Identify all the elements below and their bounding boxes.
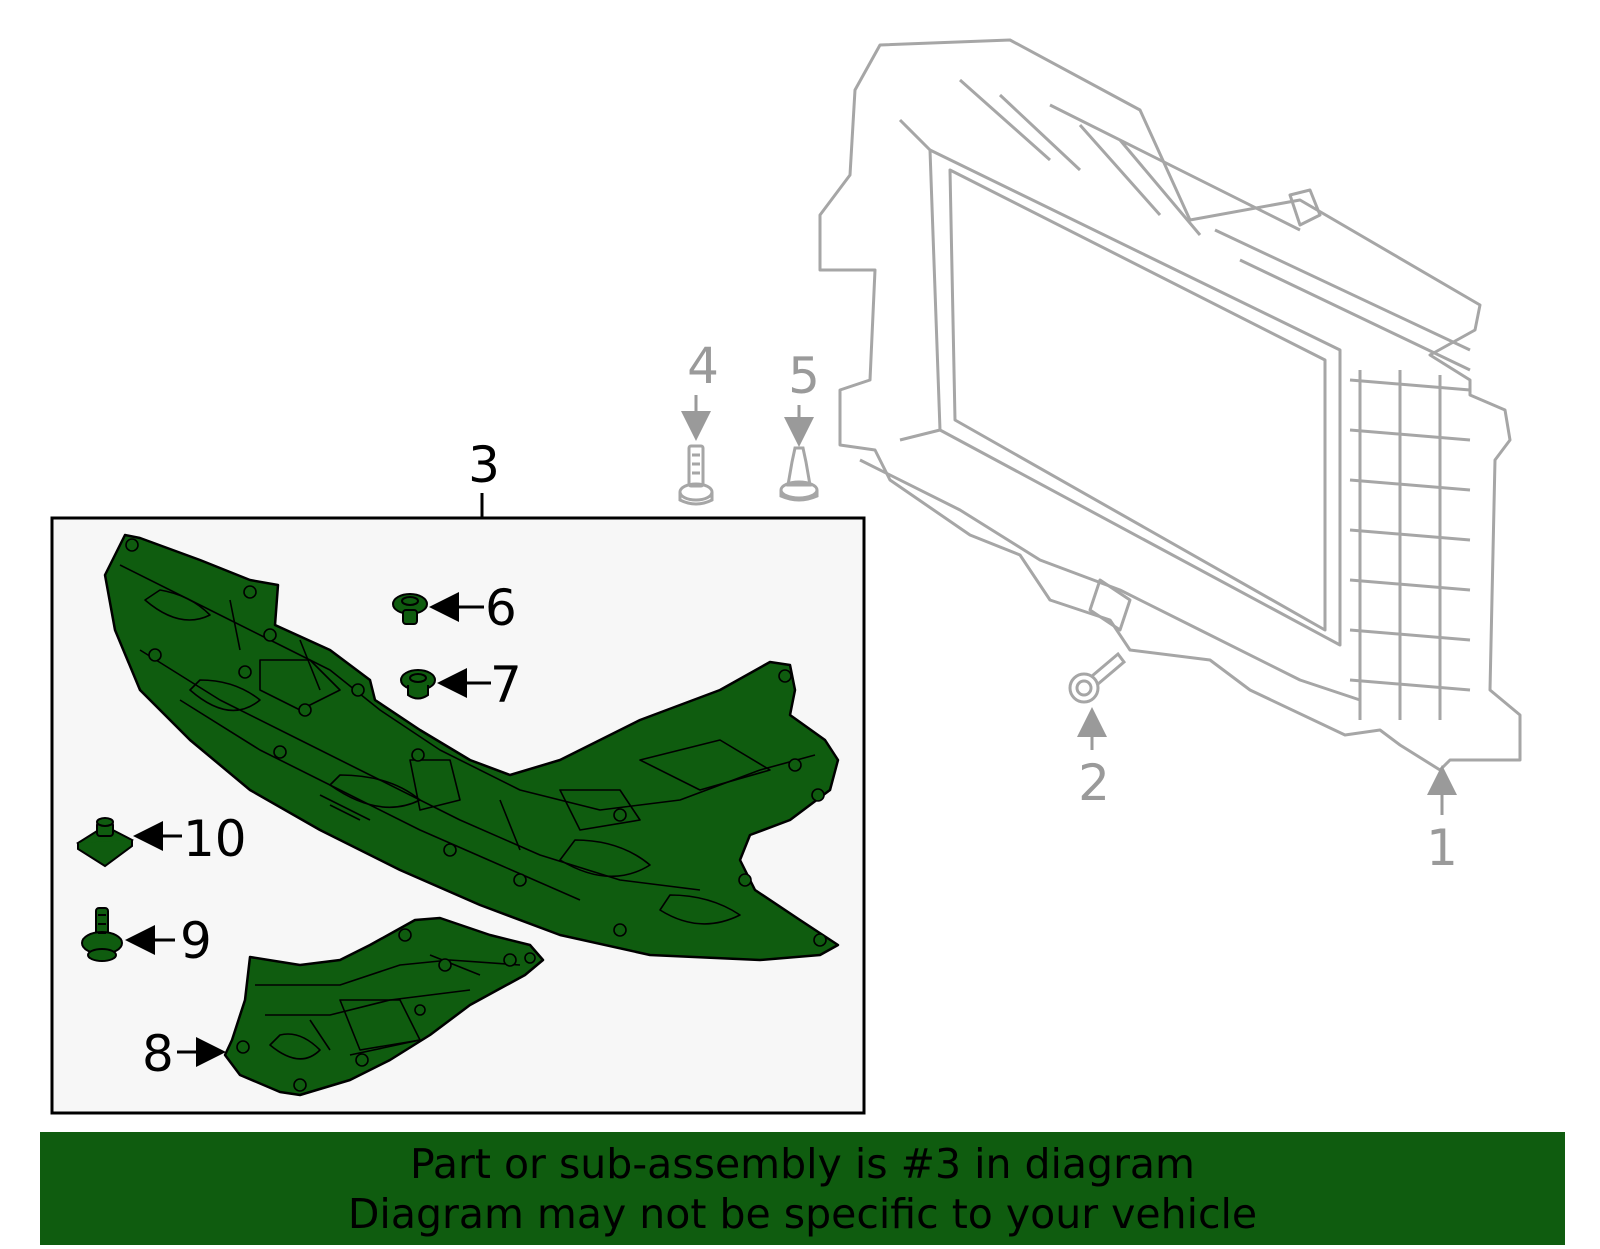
callout-8: 8 bbox=[142, 1025, 174, 1083]
info-banner: Part or sub-assembly is #3 in diagram Di… bbox=[40, 1132, 1565, 1245]
callout-2: 2 bbox=[1078, 754, 1110, 812]
bolt-part-4 bbox=[678, 444, 714, 506]
callout-6: 6 bbox=[485, 579, 517, 637]
black-callout-arrows bbox=[125, 592, 491, 1067]
banner-line-1: Part or sub-assembly is #3 in diagram bbox=[410, 1139, 1195, 1188]
splash-shield-part-3 bbox=[103, 533, 840, 962]
banner-line-2: Diagram may not be specific to your vehi… bbox=[347, 1189, 1258, 1238]
bolt-part-9 bbox=[81, 907, 123, 962]
clip-part-5 bbox=[779, 446, 819, 502]
callout-7: 7 bbox=[490, 656, 522, 714]
push-pin-part-7 bbox=[400, 669, 436, 700]
callout-9: 9 bbox=[180, 912, 212, 970]
callout-4: 4 bbox=[687, 337, 719, 395]
callout-5: 5 bbox=[788, 347, 820, 405]
bolt-part-2 bbox=[1068, 651, 1127, 704]
callout-10: 10 bbox=[183, 810, 247, 868]
clip-nut-part-10 bbox=[76, 817, 134, 868]
callout-1: 1 bbox=[1426, 819, 1458, 877]
lower-shield-part-8 bbox=[223, 916, 545, 1097]
radiator-support-part bbox=[818, 38, 1522, 772]
gray-callout-arrows bbox=[681, 395, 1457, 815]
callout-3: 3 bbox=[468, 436, 500, 494]
push-pin-part-6 bbox=[392, 593, 428, 625]
